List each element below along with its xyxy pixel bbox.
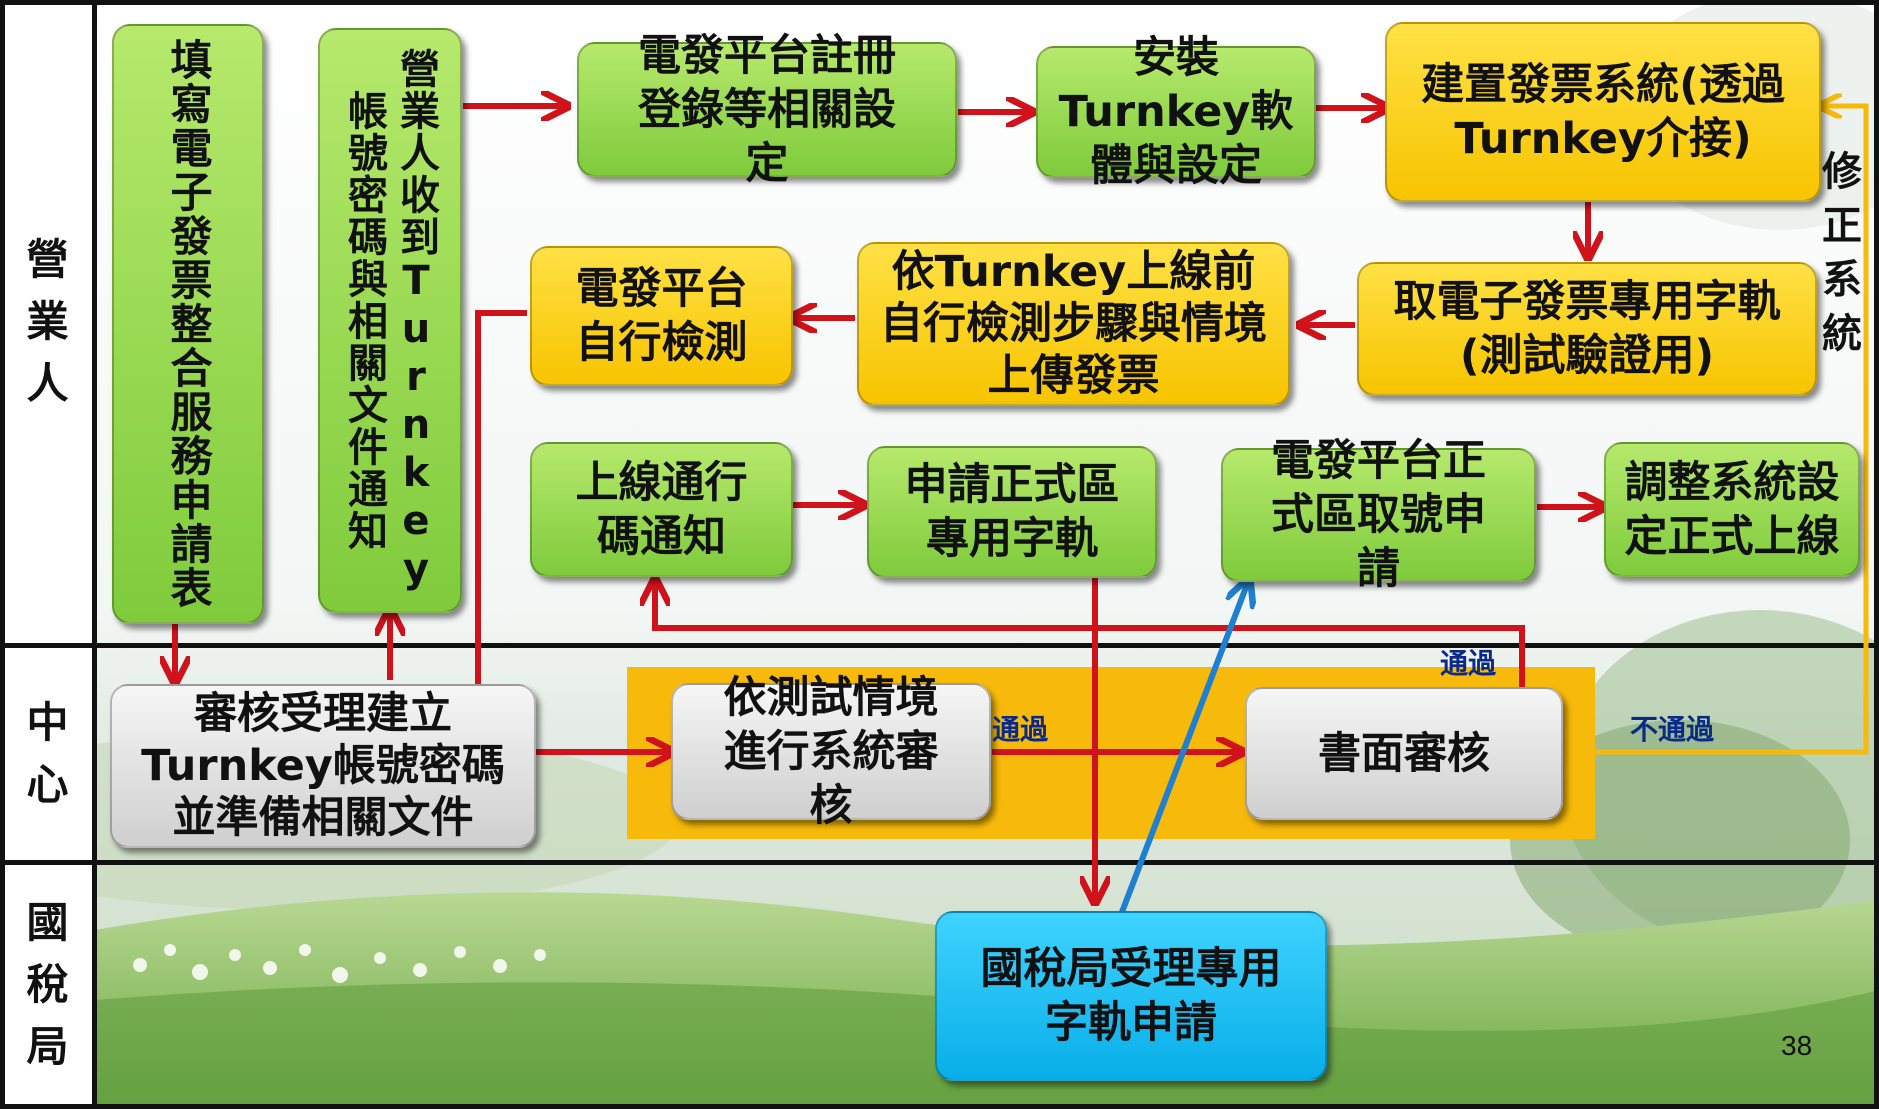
pass-label-scenario: 通過 [992, 713, 1049, 746]
online-pass-box: 上線通行碼通知 [530, 442, 793, 577]
lane-divider-center-bureau [0, 860, 1879, 865]
fill-form-box: 填寫電子發票整合服務申請表 [112, 24, 264, 624]
platform-formal-text: 電發平台正式區取號申請 [1271, 436, 1486, 594]
platform-selftest-box: 電發平台自行檢測 [530, 246, 793, 386]
lane-title-merchant: 營業人 [26, 234, 69, 408]
scenario-review-box: 依測試情境進行系統審核 [671, 673, 991, 831]
lane-divider-merchant-center [0, 643, 1879, 648]
fail-label: 不通過 [1630, 713, 1715, 746]
platform-register-text: 電發平台註冊登錄等相關設定 [638, 30, 896, 189]
right-border [1874, 0, 1879, 1109]
arrow-selftest-to-scenario [475, 310, 670, 752]
arrow-document-pass-to-online [655, 582, 1525, 687]
build-system-box: 建置發票系統(透過Turnkey介接) [1385, 22, 1821, 202]
fix-system-label: 修正系統 [1822, 149, 1862, 357]
review-account-text: 審核受理建立Turnkey帳號密碼並準備相關文件 [141, 689, 505, 843]
lane-divider-vertical [92, 0, 97, 1109]
receive-account-text: 營業人收到Turnkey帳號密碼與相關文件通知 [341, 47, 439, 594]
bottom-border [0, 1104, 1879, 1109]
test-track-text: 取電子發票專用字軌(測試驗證用) [1393, 277, 1781, 381]
scenario-review-text: 依測試情境進行系統審核 [723, 672, 939, 831]
install-turnkey-text: 安裝Turnkey軟體與設定 [1058, 33, 1294, 191]
pass-label-document: 通過 [1440, 647, 1497, 680]
online-pass-text: 上線通行碼通知 [575, 457, 748, 562]
left-border [0, 0, 5, 1109]
selftest-upload-box: 依Turnkey上線前自行檢測步驟與情境上傳發票 [857, 242, 1290, 406]
platform-formal-box: 電發平台正式區取號申請 [1221, 436, 1536, 594]
receive-account-box: 營業人收到Turnkey帳號密碼與相關文件通知 [318, 28, 462, 613]
selftest-upload-text: 依Turnkey上線前自行檢測步驟與情境上傳發票 [880, 247, 1267, 401]
fill-form-text: 填寫電子發票整合服務申請表 [164, 38, 213, 610]
test-track-box: 取電子發票專用字軌(測試驗證用) [1357, 262, 1817, 396]
arrow-fail-to-build [1562, 106, 1869, 755]
install-turnkey-box: 安裝Turnkey軟體與設定 [1036, 33, 1316, 191]
document-review-text: 書面審核 [1318, 728, 1490, 779]
tax-accept-text: 國稅局受理專用字軌申請 [980, 944, 1282, 1048]
page-number: 38 [1781, 1030, 1813, 1061]
build-system-text: 建置發票系統(透過Turnkey介接) [1421, 60, 1785, 164]
document-review-box: 書面審核 [1245, 687, 1563, 820]
arrow-bureau-to-platform [1119, 582, 1248, 914]
adjust-system-box: 調整系統設定正式上線 [1604, 442, 1860, 577]
adjust-system-text: 調整系統設定正式上線 [1624, 457, 1840, 562]
apply-formal-text: 申請正式區專用字軌 [904, 460, 1120, 564]
tax-accept-box: 國稅局受理專用字軌申請 [935, 911, 1327, 1081]
review-account-box: 審核受理建立Turnkey帳號密碼並準備相關文件 [110, 684, 536, 848]
lane-title-tax-bureau: 國稅局 [26, 897, 69, 1071]
top-border [0, 0, 1879, 5]
platform-selftest-text: 電發平台自行檢測 [575, 264, 748, 368]
apply-formal-box: 申請正式區專用字軌 [867, 446, 1157, 578]
lane-header-column [0, 0, 95, 1109]
lane-title-center: 中心 [26, 698, 69, 809]
platform-register-box: 電發平台註冊登錄等相關設定 [577, 31, 957, 189]
